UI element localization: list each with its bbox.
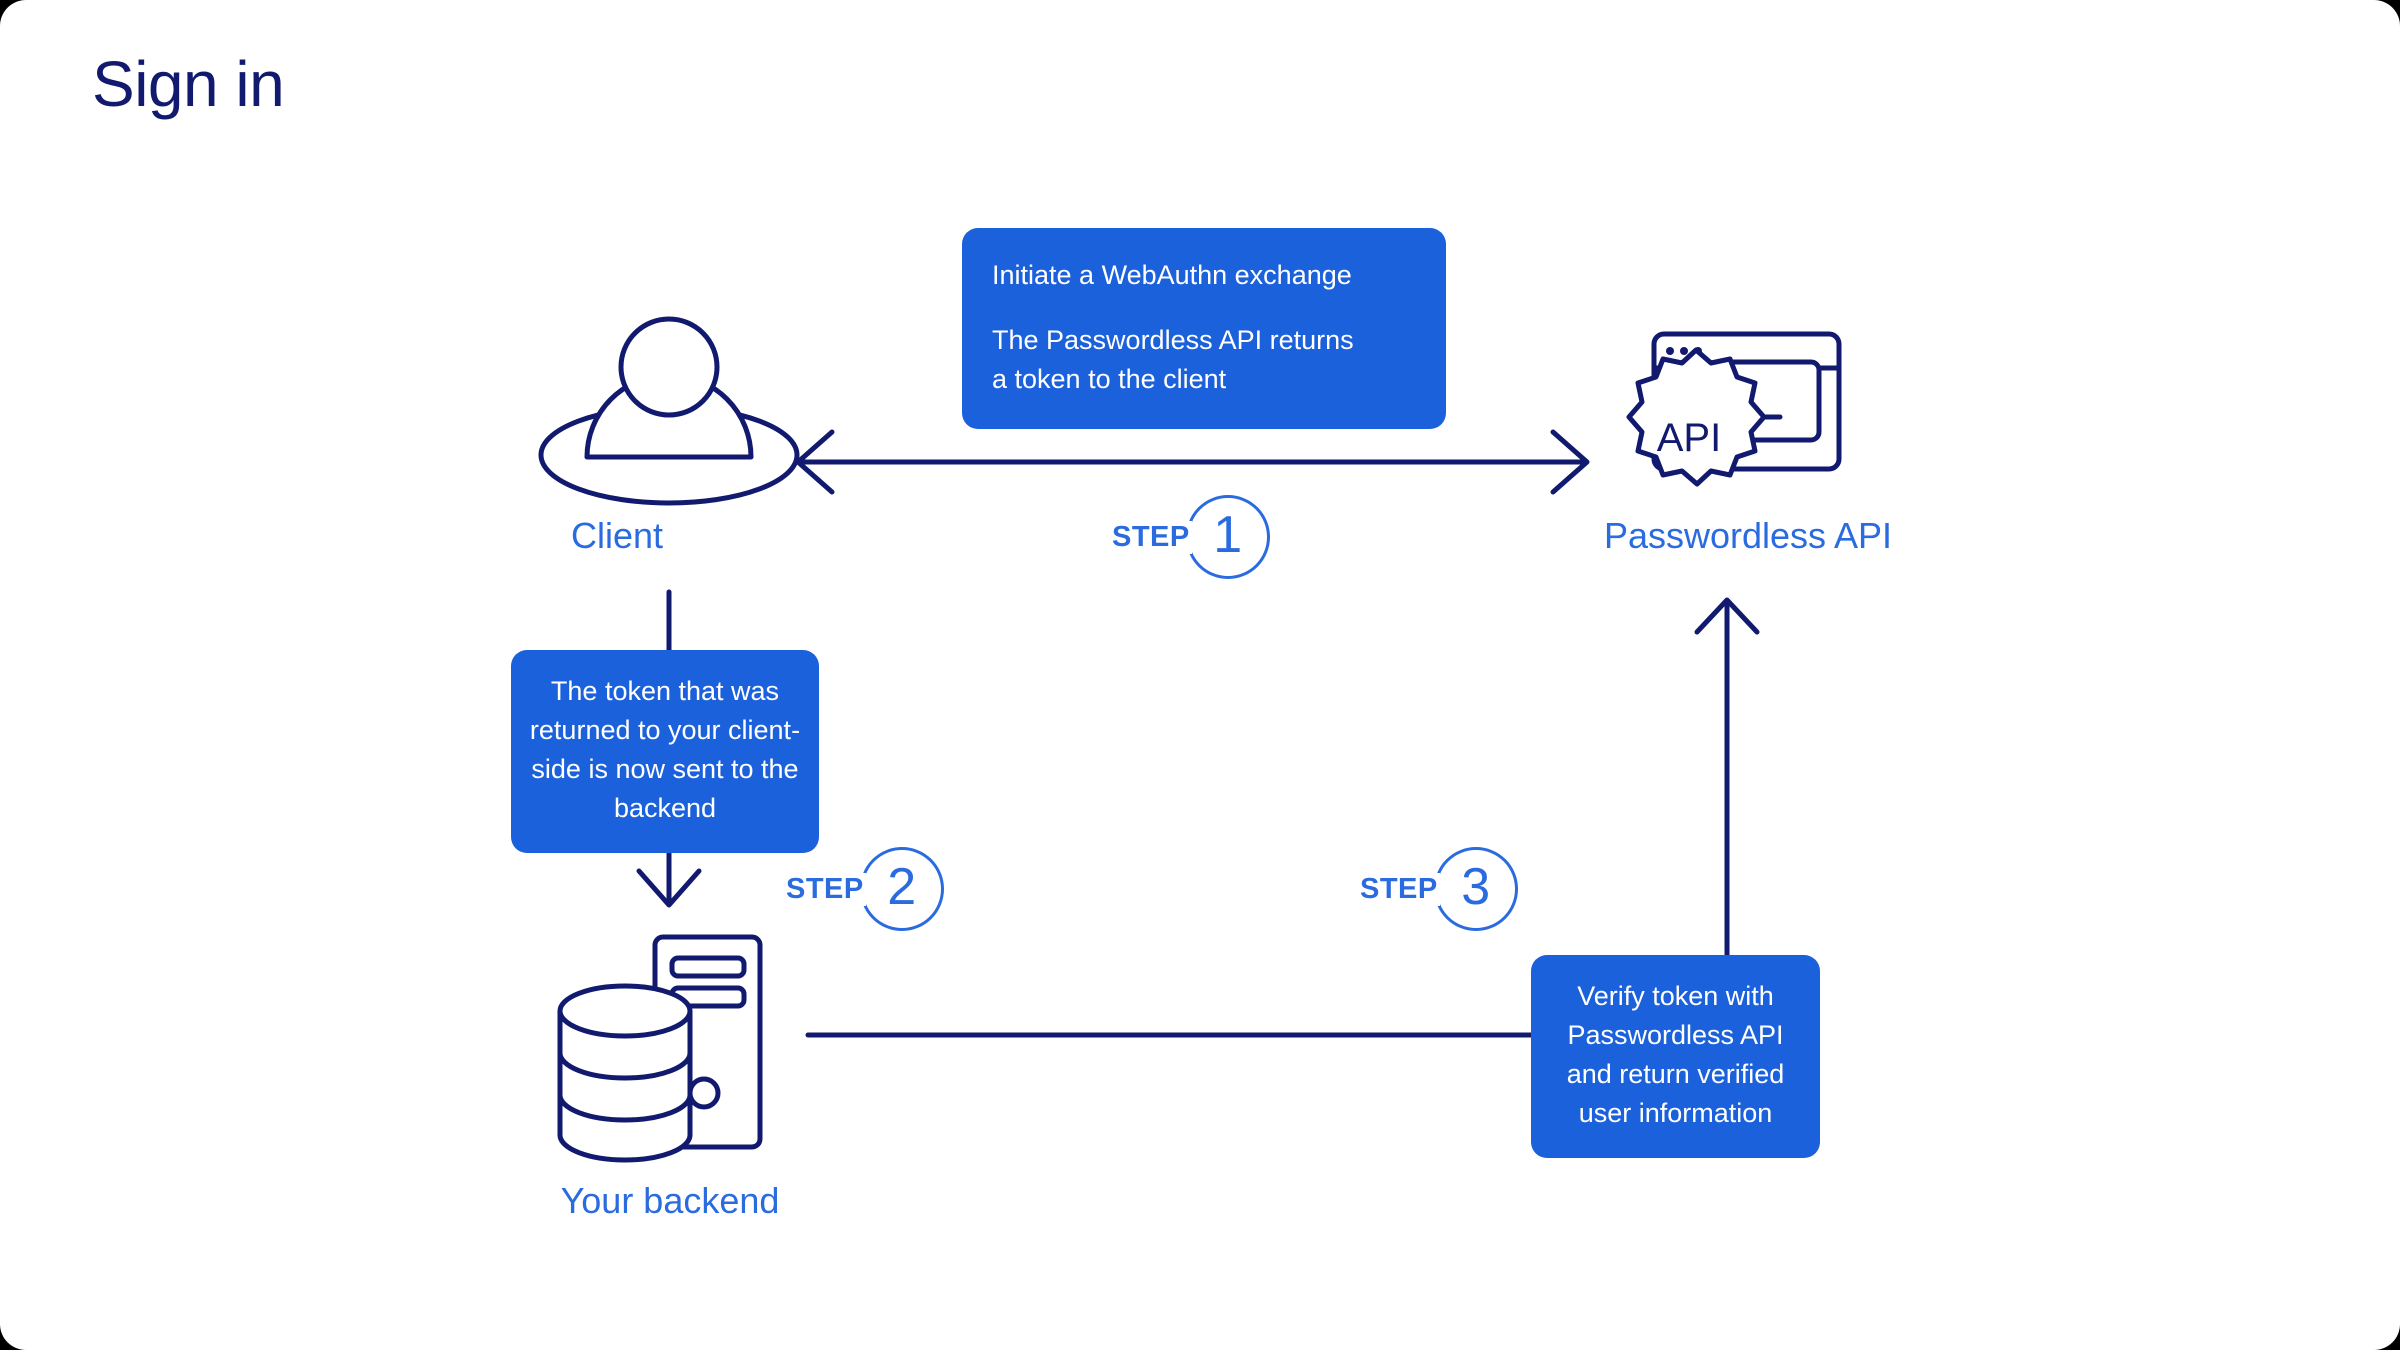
step-badge-3[interactable]: STEP 3: [1360, 847, 1518, 931]
step-1-circle: 1: [1185, 495, 1270, 579]
api-gear-label: API: [1657, 416, 1721, 460]
callout-step-2: The token that was returned to your clie…: [511, 650, 819, 853]
step-2-number: 2: [887, 858, 917, 916]
callout-1-line-2: The Passwordless API returns: [992, 325, 1354, 356]
step-badge-2[interactable]: STEP 2: [786, 847, 944, 931]
step-2-circle: 2: [859, 847, 944, 931]
step-badge-1[interactable]: STEP 1: [1112, 495, 1270, 579]
api-gear-terminal-icon: [1626, 331, 1842, 487]
step-3-circle: 3: [1433, 847, 1518, 931]
step-3-number: 3: [1461, 858, 1491, 916]
step-1-word: STEP: [1112, 520, 1192, 554]
node-label-passwordless-api: Passwordless API: [1603, 515, 1893, 556]
step-1-number: 1: [1213, 506, 1243, 564]
callout-1-line-1: Initiate a WebAuthn exchange: [992, 260, 1352, 290]
arrow-client-api: [795, 429, 1590, 495]
page-title: Sign in: [92, 48, 285, 120]
callout-1-line-3: a token to the client: [992, 364, 1227, 395]
step-2-word: STEP: [786, 872, 866, 906]
database-server-icon: [557, 934, 763, 1163]
step-3-word: STEP: [1360, 872, 1440, 906]
arrow-callout3-to-api: [1694, 597, 1760, 961]
callout-step-1: Initiate a WebAuthn exchange The Passwor…: [962, 228, 1446, 430]
callout-1-spacer: [992, 295, 1416, 321]
person-in-circle-icon: [538, 316, 800, 506]
node-label-client: Client: [570, 515, 664, 556]
callout-step-3: Verify token with Passwordless API and r…: [1531, 955, 1820, 1158]
node-label-your-backend: Your backend: [560, 1180, 780, 1221]
